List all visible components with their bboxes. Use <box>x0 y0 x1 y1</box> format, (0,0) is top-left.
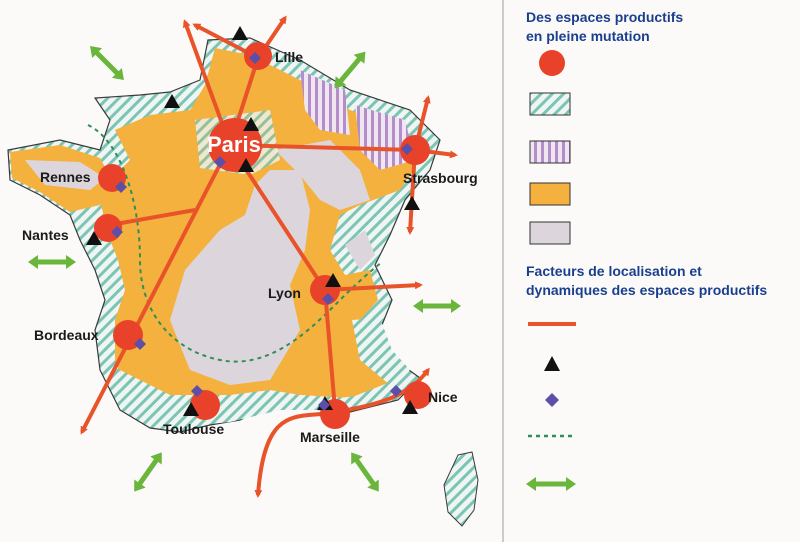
corsica <box>443 451 479 527</box>
legend-green-hatch <box>529 92 571 116</box>
green-double-arrows <box>28 46 461 492</box>
legend-green-double-arrow <box>526 477 576 491</box>
city-circle-toulouse <box>190 390 220 420</box>
grey-zone-rennes <box>25 160 105 190</box>
city-label-bordeaux: Bordeaux <box>34 327 99 343</box>
legend-section2-title: Facteurs de localisation et dynamiques d… <box>526 263 768 298</box>
triangle-marker <box>86 231 102 245</box>
legend-metropole-circle <box>539 50 565 76</box>
city-label-lille: Lille <box>275 49 303 65</box>
triangle-marker <box>404 196 420 210</box>
legend-black-triangle <box>544 356 560 371</box>
triangle-marker <box>238 158 254 172</box>
grey-zone-alps <box>345 230 375 270</box>
legend: Des espaces productifs en pleine mutatio… <box>506 0 800 542</box>
legend-green-dashed <box>528 434 576 438</box>
legend-purple-hatch <box>529 140 571 164</box>
france-map: Paris Lille Strasbourg Rennes Nantes Lyo… <box>7 15 479 527</box>
triangle-marker <box>325 273 341 287</box>
diamond-marker <box>111 226 123 238</box>
city-labels: Paris Lille Strasbourg Rennes Nantes Lyo… <box>22 49 478 445</box>
city-label-toulouse: Toulouse <box>163 421 224 437</box>
triangle-marker <box>164 94 180 108</box>
city-circle-strasbourg <box>400 135 430 165</box>
diamond-marker <box>249 52 261 64</box>
purple-zone-nord <box>300 70 350 135</box>
triangle-marker <box>183 402 199 416</box>
grey-zone-east <box>275 140 370 210</box>
legend-section1-title: Des espaces productifs en pleine mutatio… <box>526 9 684 44</box>
grey-zone-center <box>170 170 310 385</box>
city-label-marseille: Marseille <box>300 429 360 445</box>
diamonds <box>111 52 413 411</box>
legend-grey-area <box>529 221 571 245</box>
diamond-marker <box>115 181 127 193</box>
hatch-zone-alps <box>352 318 410 385</box>
diamond-marker <box>401 143 413 155</box>
purple-zone-lorraine <box>355 105 415 170</box>
legend-purple-diamond <box>545 393 559 407</box>
city-label-nantes: Nantes <box>22 227 69 243</box>
city-label-lyon: Lyon <box>268 285 301 301</box>
triangle-marker <box>402 400 418 414</box>
diamond-marker <box>214 156 226 168</box>
triangle-marker <box>232 26 248 40</box>
diamond-marker <box>390 385 402 397</box>
legend-orange-area <box>529 182 571 206</box>
diamond-marker <box>318 399 330 411</box>
city-label-nice: Nice <box>428 389 458 405</box>
divider <box>502 0 504 542</box>
city-label-paris: Paris <box>207 132 261 157</box>
green-dashed-line <box>87 124 383 363</box>
diamond-marker <box>191 385 203 397</box>
diamond-marker <box>134 338 146 350</box>
city-label-rennes: Rennes <box>40 169 91 185</box>
city-label-strasbourg: Strasbourg <box>403 170 478 186</box>
triangle-marker <box>243 117 259 131</box>
diamond-marker <box>322 293 334 305</box>
legend-orange-arrow <box>528 322 576 326</box>
